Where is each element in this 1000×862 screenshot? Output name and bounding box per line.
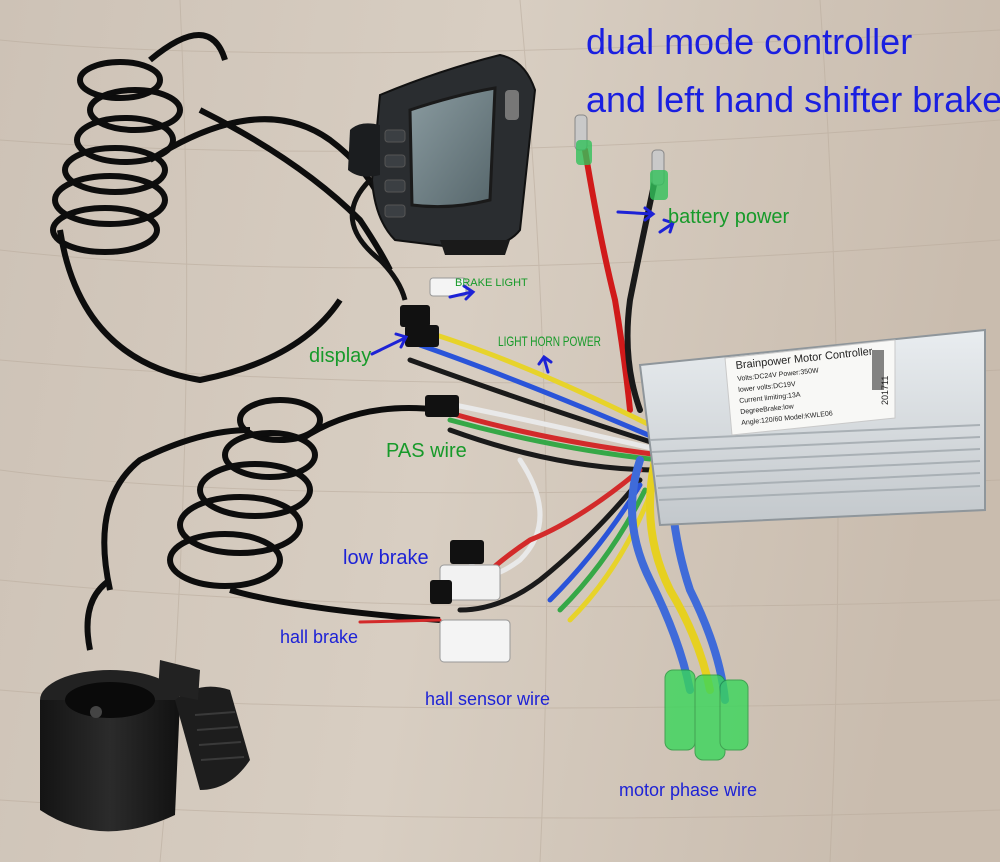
phase-terminals [664, 669, 749, 761]
plate-serial: 201711 [880, 375, 890, 405]
connectors [400, 277, 511, 663]
label-low-brake: low brake [343, 547, 429, 569]
title-line-2: and left hand shifter brake [586, 79, 1000, 120]
arrow-icon [370, 206, 675, 374]
label-light-horn-power: LIGHT HORN POWER [498, 333, 601, 349]
throttle-cable-coil [84, 397, 441, 651]
label-pas-wire: PAS wire [386, 440, 467, 462]
display-buttons [384, 129, 406, 218]
lcd-display-unit [348, 53, 537, 255]
battery-terminals [574, 114, 668, 200]
label-display: display [309, 345, 372, 367]
label-hall-sensor-wire: hall sensor wire [425, 689, 551, 709]
label-hall-brake: hall brake [280, 627, 359, 647]
motor-controller-box [638, 328, 986, 527]
display-cable [349, 178, 408, 301]
label-battery-power: battery power [668, 206, 790, 228]
label-brake-light: BRAKE LIGHT [455, 277, 528, 289]
label-motor-phase-wire: motor phase wire [619, 780, 758, 800]
title-line-1: dual mode controller [586, 21, 913, 62]
thumb-throttle [40, 660, 250, 832]
